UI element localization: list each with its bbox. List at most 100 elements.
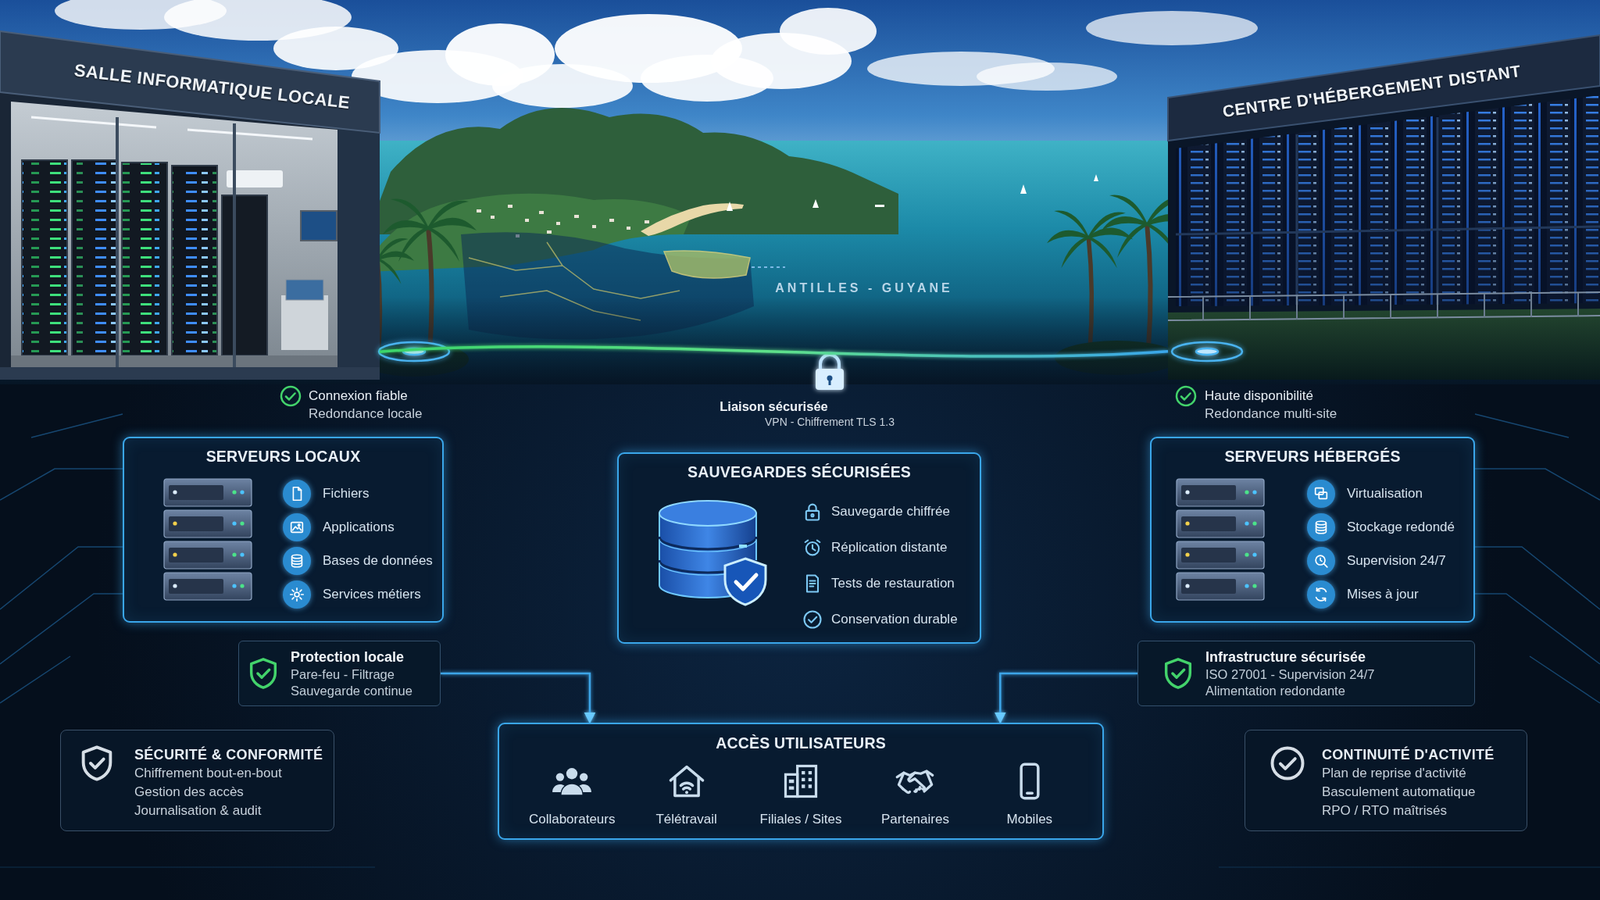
icon (801, 536, 824, 559)
icon-use (807, 575, 818, 593)
illustration-part (1475, 468, 1600, 500)
illustration-part (0, 92, 380, 380)
user-cell: Mobiles (972, 760, 1087, 829)
list-item: Stockage redondé (1307, 510, 1455, 544)
user-cell: Partenaires (857, 760, 972, 829)
user-label: Collaborateurs (528, 810, 616, 829)
item-text: Conservation durable (831, 611, 958, 628)
boats (726, 174, 1099, 211)
icon-use (291, 521, 304, 533)
illustration-part (71, 160, 118, 356)
icon-use (659, 500, 766, 605)
icon-use (805, 540, 821, 556)
map-label: ANTILLES - GUYANE (775, 279, 953, 297)
icon (1007, 760, 1053, 802)
list-item: Réplication distante (801, 529, 958, 566)
illustration-part (0, 656, 71, 704)
list-item: Virtualisation (1307, 476, 1455, 511)
illustration-part (476, 209, 482, 213)
icon (1312, 485, 1330, 503)
user-label: Mobiles (1007, 810, 1054, 829)
box-line: Journalisation & audit (134, 801, 323, 821)
box-title: SÉCURITÉ & CONFORMITÉ (134, 745, 323, 765)
illustration-part (1167, 292, 1600, 321)
illustration-part (609, 218, 615, 222)
list-item: Sauvegarde chiffrée (801, 493, 958, 530)
item-list: FichiersApplicationsBases de donnéesServ… (282, 476, 433, 611)
illustration-part (0, 468, 123, 500)
illustration-part (1181, 393, 1191, 400)
illustration-part (1093, 174, 1099, 182)
item-text: Stockage redondé (1346, 519, 1455, 536)
link-label: VPN - Chiffrement TLS 1.3 (764, 414, 895, 430)
illustration-part (1475, 593, 1600, 665)
item-list: VirtualisationStockage redondéSupervisio… (1307, 476, 1455, 611)
user-cell: Filiales / Sites (743, 760, 858, 829)
icon (76, 742, 118, 784)
user-row: Collaborateurs Télétravail Filiales / Site… (514, 760, 1087, 829)
icon (245, 655, 282, 692)
icon (664, 760, 710, 802)
text-column: Protection localePare-feu - FiltrageSauv… (290, 648, 413, 700)
illustration-part (0, 593, 123, 665)
text-column: Infrastructure sécuriséeISO 27001 - Supe… (1205, 648, 1375, 700)
panel-illustration (653, 497, 776, 613)
illustration-part (10, 101, 338, 368)
panel-box: SERVEURS HÉBERGÉSVirtualisationStockage … (1150, 436, 1475, 623)
status-label: Haute disponibilité (1204, 387, 1314, 405)
illustration-part (812, 199, 819, 208)
illustration-part (0, 866, 375, 868)
secure-link (379, 346, 1168, 357)
info-box: CONTINUITÉ D'ACTIVITÉPlan de reprise d'a… (1244, 729, 1528, 832)
icon-use (1315, 555, 1328, 568)
icon-use (292, 554, 303, 568)
illustration-part (815, 368, 844, 390)
users-box: ACCÈS UTILISATEURSCollaborateursTélétrav… (497, 722, 1104, 840)
mountains (367, 107, 899, 272)
illustration-part (0, 367, 380, 380)
illustration-part (31, 414, 123, 438)
text-column: CONTINUITÉ D'ACTIVITÉPlan de reprise d'a… (1321, 745, 1495, 821)
status-label: Redondance locale (308, 405, 423, 423)
illustration-part (1085, 10, 1258, 46)
illustration-part (337, 125, 380, 380)
icon (288, 485, 306, 503)
user-label: Télétravail (655, 810, 717, 829)
box-line: Basculement automatique (1321, 782, 1495, 802)
box-title: Protection locale (290, 648, 413, 667)
illustration-part (121, 162, 168, 356)
icon-circle (282, 546, 311, 575)
illustration-part (1020, 184, 1027, 194)
connector-arrow (981, 539, 1150, 542)
item-text: Virtualisation (1346, 485, 1423, 502)
ground (0, 296, 1600, 900)
illustration-part (592, 225, 597, 229)
illustration-part (171, 165, 218, 356)
item-text: Fichiers (322, 485, 370, 502)
illustration-part (556, 221, 561, 225)
icon (1312, 518, 1330, 536)
box-line: Alimentation redondante (1205, 682, 1375, 700)
icon-circle (282, 513, 311, 542)
illustration-part (976, 62, 1118, 91)
icon-use (897, 771, 934, 793)
panel-heading: SAUVEGARDES SÉCURISÉES (629, 462, 969, 482)
icon (801, 608, 824, 631)
illustration-part (490, 215, 495, 219)
icon-use (1316, 521, 1327, 534)
icon-use (251, 659, 276, 688)
box-title: Infrastructure sécurisée (1205, 648, 1375, 667)
icon (1267, 742, 1308, 784)
connector-arrow (267, 622, 271, 641)
illustration-part (828, 378, 832, 386)
item-text: Bases de données (322, 553, 433, 569)
list-item: Mises à jour (1307, 577, 1455, 611)
illustration-part (1203, 292, 1579, 321)
icon (892, 760, 938, 802)
illustration-part (54, 0, 227, 30)
icon-use (1176, 478, 1265, 600)
badge-box: Protection localePare-feu - FiltrageSauv… (238, 640, 441, 707)
icon (288, 585, 306, 604)
illustration-part (0, 31, 380, 133)
